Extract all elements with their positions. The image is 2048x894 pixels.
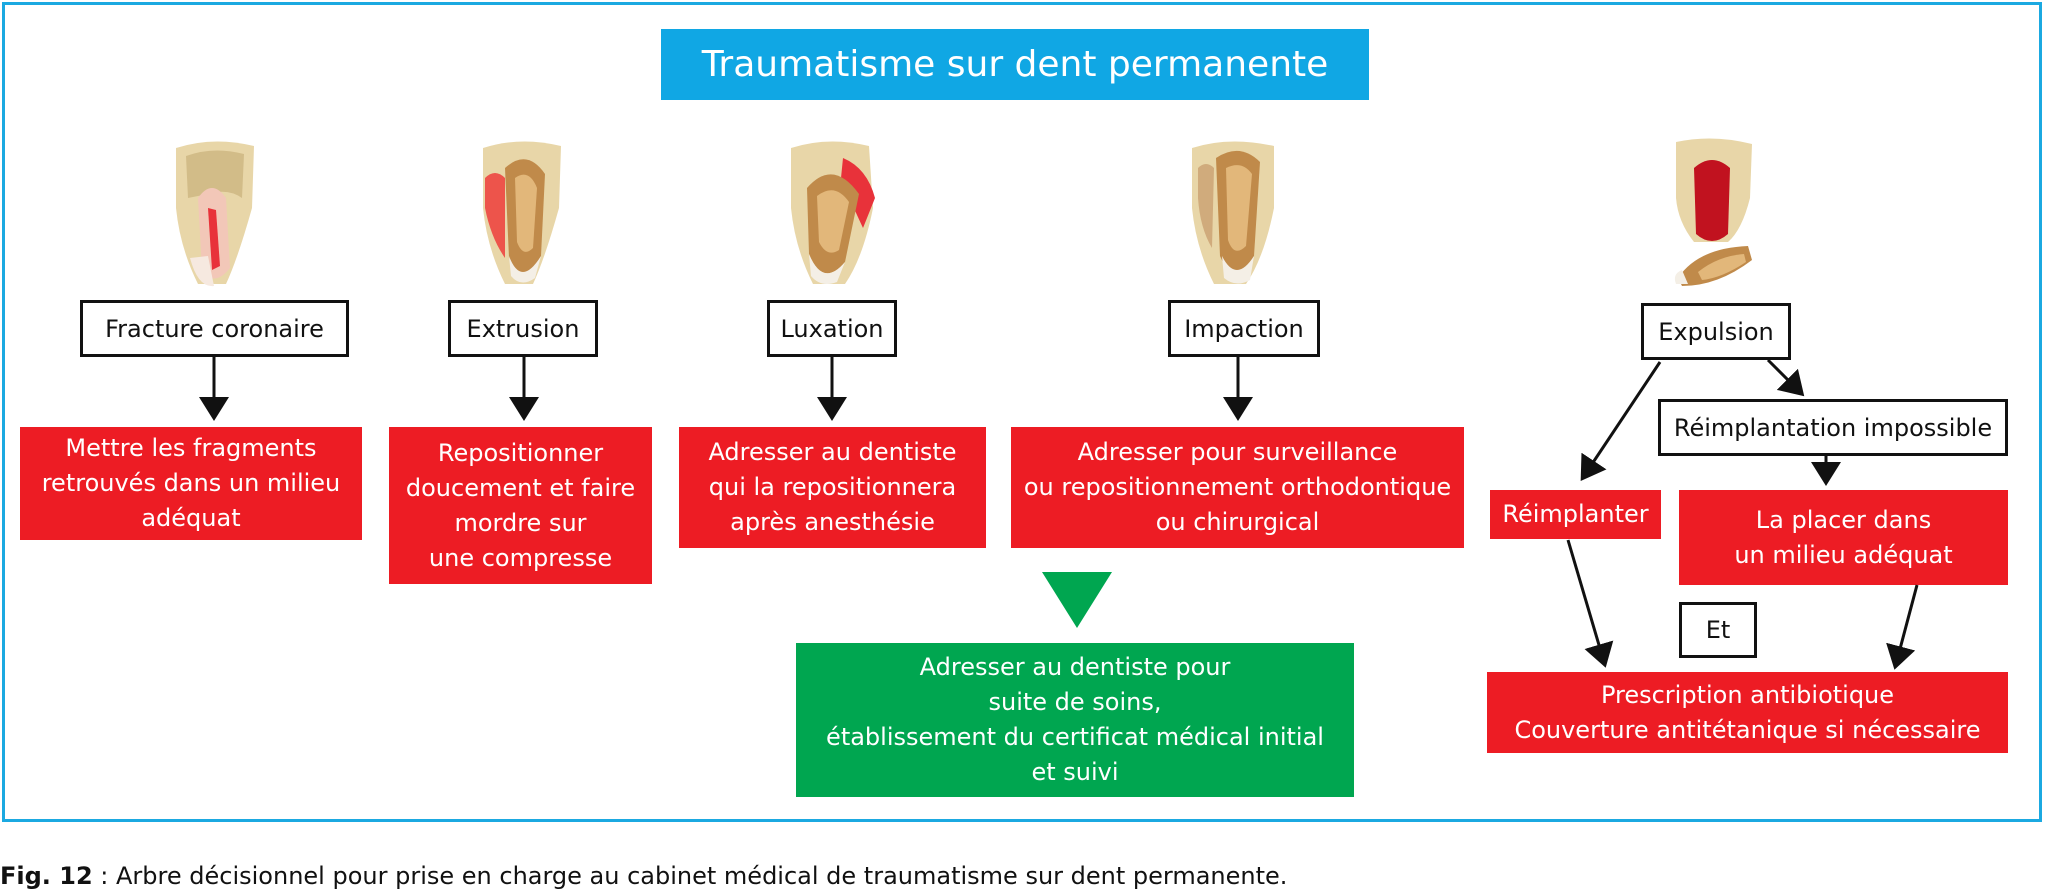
node-reimplantation-impossible: Réimplantation impossible — [1658, 399, 2008, 456]
node-extrusion: Extrusion — [448, 300, 598, 357]
node-et: Et — [1679, 602, 1757, 658]
arrow-placer-prescription — [1886, 584, 1919, 670]
tooth-extrusion-icon — [483, 141, 561, 284]
node-impaction: Impaction — [1168, 300, 1320, 357]
caption-text: : Arbre décisionnel pour prise en charge… — [92, 862, 1288, 890]
tooth-impaction-icon — [1192, 141, 1274, 284]
tooth-luxation-icon — [791, 141, 875, 284]
arrow-reimplant-prescription — [1566, 539, 1614, 668]
diagram-title: Traumatisme sur dent permanente — [661, 29, 1369, 100]
action-fracture: Mettre les fragments retrouvés dans un m… — [20, 427, 362, 540]
arrow-expulsion-impossible — [1766, 358, 1805, 397]
action-impaction: Adresser pour surveillance ou reposition… — [1011, 427, 1464, 548]
node-luxation: Luxation — [767, 300, 897, 357]
action-luxation: Adresser au dentiste qui la repositionne… — [679, 427, 986, 548]
node-fracture-coronaire: Fracture coronaire — [80, 300, 349, 357]
node-expulsion: Expulsion — [1641, 303, 1791, 360]
action-extrusion: Repositionner doucement et faire mordre … — [389, 427, 652, 584]
arrow-expulsion-reimplant — [1580, 361, 1662, 481]
action-reimplanter: Réimplanter — [1490, 490, 1661, 539]
action-prescription: Prescription antibiotique Couverture ant… — [1487, 672, 2008, 753]
figure-caption: Fig. 12 : Arbre décisionnel pour prise e… — [0, 862, 1287, 890]
tooth-expulsion-icon — [1674, 138, 1752, 286]
action-placer-milieu: La placer dans un milieu adéquat — [1679, 490, 2008, 585]
tooth-fracture-icon — [176, 141, 254, 287]
caption-label: Fig. 12 — [0, 862, 93, 890]
action-followup: Adresser au dentiste pour suite de soins… — [796, 643, 1354, 797]
